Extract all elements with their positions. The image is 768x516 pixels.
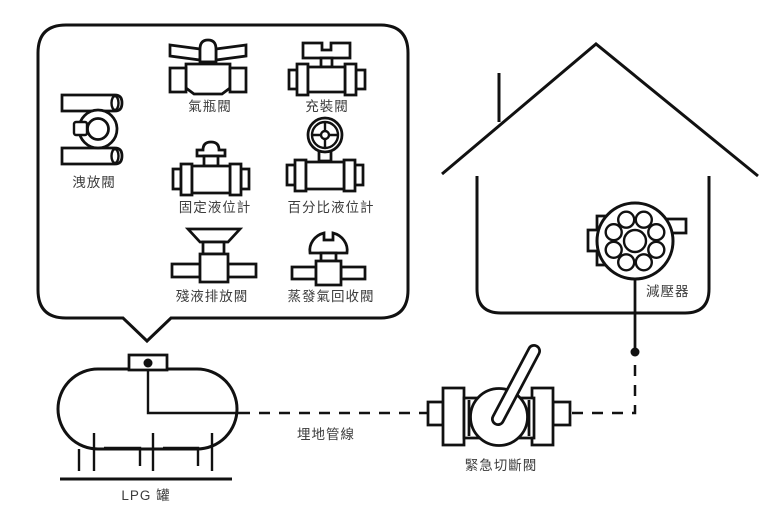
legend-bubble: 洩放閥 氣瓶閥 充裝閥 (36, 23, 410, 344)
buried-pipeline-label: 埋地管線 (297, 427, 355, 442)
house (441, 42, 759, 315)
vapor-recovery-valve-icon (290, 231, 367, 287)
house-roof (441, 42, 759, 178)
tank-leg (104, 446, 142, 466)
fixed-level-gauge-label: 固定液位計 (179, 200, 252, 215)
vapor-recovery-valve-label: 蒸發氣回收閥 (288, 289, 375, 304)
filling-valve-icon (287, 41, 367, 97)
house-walls (475, 176, 711, 315)
emergency-shutoff-valve-icon (426, 344, 572, 447)
tank-outlet-pipe (146, 367, 239, 415)
percentage-level-gauge-label: 百分比液位計 (288, 200, 375, 215)
fixed-level-gauge-icon (171, 140, 251, 197)
speech-bubble-outline (36, 23, 410, 344)
percentage-level-gauge-icon (285, 116, 365, 193)
residual-drain-valve-icon (170, 227, 258, 284)
emergency-shutoff-valve-label: 緊急切斷閥 (465, 458, 538, 473)
lpg-tank-label: LPG 罐 (121, 488, 170, 503)
cylinder-valve-icon (168, 38, 248, 96)
pipe-junction-dot (630, 347, 640, 357)
relief-valve-label: 洩放閥 (72, 175, 116, 190)
filling-valve-label: 充裝閥 (305, 99, 349, 114)
residual-drain-valve-label: 殘液排放閥 (176, 288, 249, 304)
pressure-regulator-label: 減壓器 (646, 283, 690, 299)
buried-pipeline (239, 353, 637, 415)
tank-leg (163, 446, 200, 466)
cylinder-valve-label: 氣瓶閥 (188, 99, 232, 114)
tank-connection-dot (143, 358, 153, 368)
lpg-tank (56, 353, 239, 481)
pressure-regulator-icon (586, 201, 688, 357)
relief-valve-icon (60, 93, 124, 166)
